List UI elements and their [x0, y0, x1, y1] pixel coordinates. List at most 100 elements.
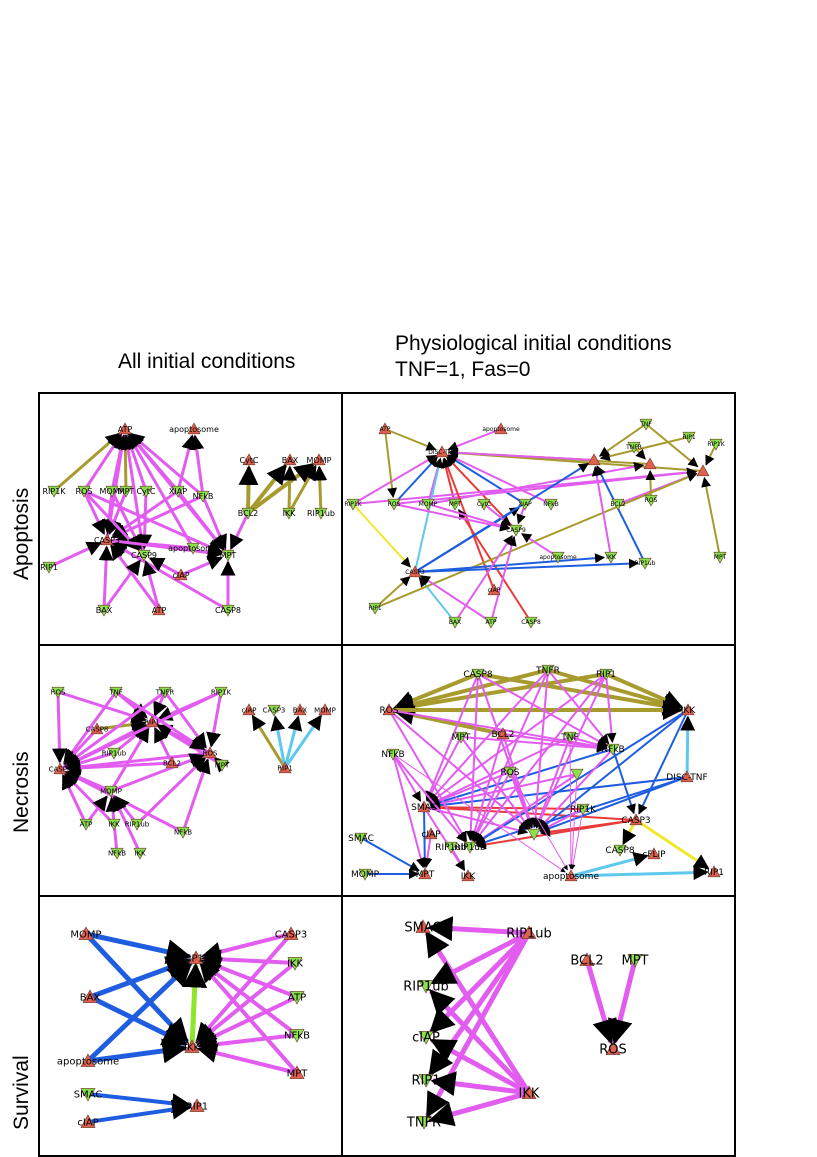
row-label-survival: Survival [10, 1055, 33, 1130]
apoptosis-all-edge-apoptosomeb-ATP [127, 433, 195, 549]
apoptosis-phys-node-label-CASP8: CASP8 [521, 619, 541, 626]
survival-phys-node-marker-ROS [605, 1041, 621, 1055]
necrosis-all-node-label-IKK: IKK [108, 820, 120, 828]
necrosis-phys-node-label-apoptosome: apoptosome [543, 872, 599, 882]
survival-all-node-SMAC: SMAC [74, 1088, 102, 1102]
apoptosis-all-node-marker-CASP9 [137, 549, 151, 562]
necrosis-all-node-MPT: MPT [215, 759, 230, 772]
necrosis-all-node-BCL2: BCL2 [163, 756, 181, 769]
apoptosis-phys-edge-CASP3-IKK [414, 553, 606, 573]
apoptosis-all-node-marker-apoptosomeb [186, 542, 200, 555]
apoptosis-phys-node-marker-TNF [639, 418, 653, 431]
necrosis-phys-edge-TNF-apoptosome [568, 736, 574, 870]
necrosis-all-node-cIAP: cIAP [242, 703, 257, 716]
necrosis-all-node-marker-ROS [51, 686, 65, 699]
necrosis-all-node-label-BCL2: BCL2 [163, 759, 181, 767]
survival-phys-node-marker-RIP1ubb [418, 980, 434, 994]
survival-all-node-marker-apoptosome [80, 1053, 96, 1067]
survival-all-node-marker-MOMP [78, 926, 94, 940]
survival-phys-node-ROS: ROS [599, 1041, 627, 1058]
necrosis-all-node-TNF: TNF [108, 686, 123, 699]
survival-phys-edge-RIP1ub-SMAC [427, 916, 530, 942]
apoptosis-all-node-marker-RIP1 [42, 561, 56, 574]
necrosis-phys-edge-ROS-hub2 [388, 709, 530, 831]
necrosis-phys-edge-CASP8-SMAC [425, 673, 479, 802]
necrosis-all-node-marker-ATP [79, 818, 93, 831]
apoptosis-all-node-XIAP: XIAP [169, 485, 187, 498]
survival-phys-node-marker-RIP1ub [521, 925, 537, 939]
survival-phys-node-label-RIP1ub: RIP1ub [506, 927, 551, 942]
survival-all-node-RIP1: RIP1 [186, 1098, 208, 1113]
necrosis-phys-node-NFkB2: NFkB [601, 743, 625, 756]
necrosis-phys-node-label-cFLIP: cFLIP [642, 850, 666, 860]
apoptosis-phys-node-marker-apoptosomeb [551, 551, 565, 564]
apoptosis-phys-node-RIP1ub: RIP1ub [635, 557, 656, 570]
survival-phys-edge-BCL2-ROS [584, 959, 617, 1045]
survival-all-node-CASP3: CASP3 [275, 926, 307, 941]
necrosis-all-node-marker-ROSb [203, 746, 217, 759]
apoptosis-all-node-label-RIP1ub: RIP1ub [307, 509, 335, 518]
survival-all-node-BAX: BAX [80, 989, 100, 1004]
apoptosis-phys-node-n2 [643, 457, 657, 470]
apoptosis-all-edge-BCL2-BAX [246, 463, 288, 515]
apoptosis-phys-node-marker-RIP1b [368, 602, 382, 615]
apoptosis-all-node-label-NFkB: NFkB [193, 492, 214, 501]
necrosis-all-node-MOMP: MOMP [100, 785, 122, 798]
apoptosis-all-node-marker-RIP1ub [314, 507, 328, 520]
necrosis-all-node-RIP1ub: RIP1ub [102, 747, 127, 760]
necrosis-phys-node-hub2 [527, 828, 541, 841]
necrosis-phys-node-label-TNFR: TNFR [535, 666, 560, 676]
apoptosis-all-node-label-BAX: BAX [282, 456, 299, 465]
apoptosis-phys-node-label-TNF: TNF [639, 421, 652, 428]
necrosis-phys-edge-RIP1K-hub2 [539, 808, 584, 832]
apoptosis-phys-node-marker-BCL2 [611, 498, 625, 511]
apoptosis-phys-node-marker-CASP3 [408, 565, 422, 578]
necrosis-all-node-TNFR: TNFR [155, 686, 174, 699]
necrosis-all-node-label-RIP1ub: RIP1ub [102, 749, 127, 757]
apoptosis-phys-node-marker-apoptosome [494, 422, 508, 435]
apoptosis-all-edge-XIAP-apoptosome [176, 434, 197, 492]
necrosis-phys-edge-NFkB-MPTb [392, 753, 426, 869]
apoptosis-phys-node-label-RIP1: RIP1 [682, 434, 696, 441]
survival-all-node-ATP: ATP [288, 991, 306, 1005]
apoptosis-phys-node-label-ATPb: ATP [486, 619, 497, 626]
survival-phys-node-marker-MPT [627, 954, 643, 968]
apoptosis-phys-edge-IKK-n1 [591, 465, 612, 558]
necrosis-all-node-ROSb: ROS [203, 746, 218, 759]
necrosis-all-node-label-cIAP: cIAP [242, 706, 257, 714]
necrosis-all-node-label-CASP3: CASP3 [49, 765, 72, 773]
apoptosis-phys-node-label-XIAP: XIAP [518, 501, 532, 508]
apoptosis-phys-node-IKK: IKK [604, 551, 618, 564]
survival-all-node-marker-BAX [82, 989, 98, 1003]
survival-all-node-label-apoptosome: apoptosome [57, 1057, 119, 1068]
apoptosis-all-edge-NFkB-CASP3 [111, 494, 204, 539]
necrosis-phys-node-marker-TNF [563, 731, 577, 744]
apoptosis-all-edge-RIP1-CASP3 [48, 541, 103, 569]
survival-phys-node-label-BCL2: BCL2 [570, 954, 603, 969]
apoptosis-phys-node-label-ATP: ATP [380, 426, 391, 433]
necrosis-phys-node-marker-NFkB [386, 748, 400, 761]
apoptosis-phys-node-marker-cIAP [487, 583, 501, 596]
apoptosis-phys-node-marker-BAX [448, 616, 462, 629]
necrosis-phys-edge-IKK-RIP1ub [475, 709, 689, 845]
necrosis-phys-edge-CASP3-SMAC [429, 802, 637, 821]
survival-phys-edge-IKK-RIP1 [430, 1071, 530, 1097]
necrosis-phys-node-label-DISCTNF: DISC-TNF [666, 773, 707, 783]
necrosis-phys-node-TNF: TNF [560, 731, 579, 744]
necrosis-phys-edge-NFkB-SMAC [392, 753, 422, 802]
apoptosis-phys-node-RIP1: RIP1 [682, 431, 696, 444]
apoptosis-all-node-MPT: MPT [118, 485, 134, 498]
apoptosis-phys-edge-ATP-DISCTNF [384, 428, 437, 451]
apoptosis-all-node-marker-MOMPb [105, 485, 119, 498]
necrosis-phys-node-RIP1ub2: RIP1ub [435, 841, 467, 854]
apoptosis-phys-node-BCL2: BCL2 [610, 498, 626, 511]
survival-phys-node-label-SMAC: SMAC [404, 921, 441, 936]
necrosis-phys-node-CASP8b: CASP8 [605, 844, 635, 857]
survival-phys-node-TNFR: TNFR [406, 1116, 441, 1131]
necrosis-all-node-label-ROS: ROS [51, 688, 66, 696]
survival-phys-node-BCL2: BCL2 [570, 952, 604, 969]
apoptosis-phys-node-label-BAX: BAX [449, 619, 461, 626]
necrosis-phys-node-MPTb: MPT [416, 867, 435, 880]
apoptosis-phys-edge-RIP1b-CASP3 [374, 575, 411, 609]
necrosis-all-node-marker-IKK2 [133, 847, 147, 860]
